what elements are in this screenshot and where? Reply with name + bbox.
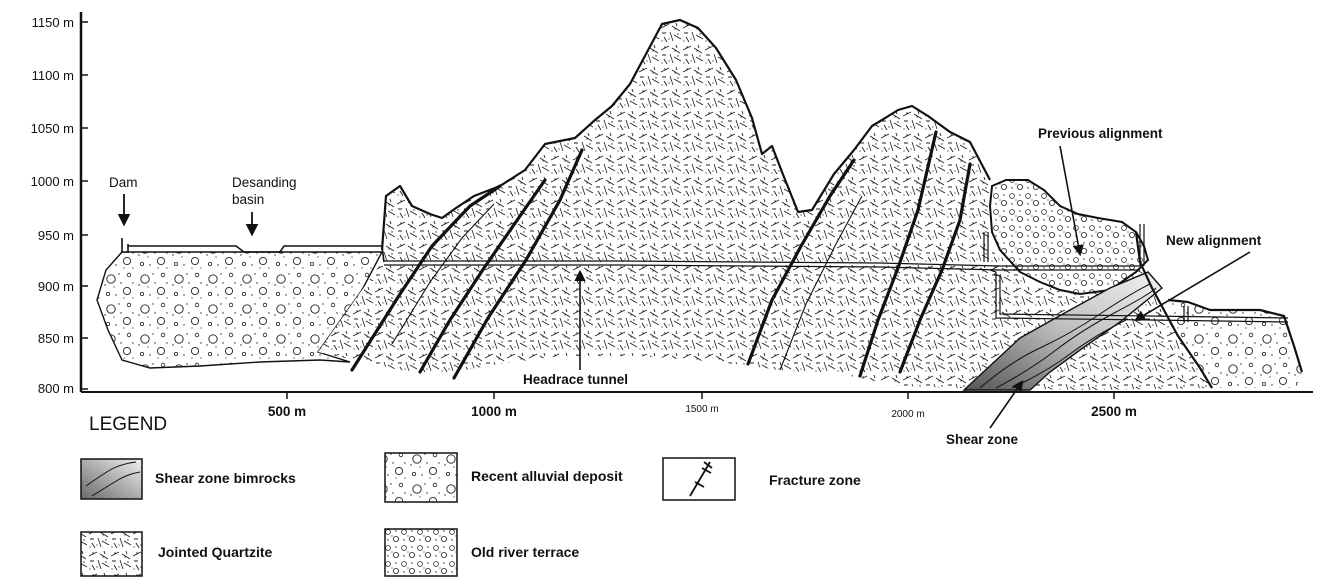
legend: LEGEND Shear zone bimrocks Recent alluvi… — [80, 414, 861, 577]
legend-label-alluvial: Recent alluvial deposit — [471, 468, 623, 484]
legend-label-terrace: Old river terrace — [471, 544, 579, 560]
new-alignment-annotation: New alignment — [1134, 233, 1262, 322]
valley-floor-surface — [121, 239, 385, 263]
legend-label-shear: Shear zone bimrocks — [155, 470, 296, 486]
ground-surface-profile — [380, 18, 1304, 389]
legend-item-quartzite: Jointed Quartzite — [80, 531, 273, 577]
x-tick-label: 2500 m — [1091, 404, 1137, 419]
y-axis: 1150 m 1100 m 1050 m 1000 m 950 m 900 m … — [31, 12, 88, 396]
desanding-label-line1: Desanding — [232, 175, 297, 190]
x-tick-label: 1000 m — [471, 404, 517, 419]
legend-item-shear-zone: Shear zone bimrocks — [80, 458, 296, 500]
y-tick-label: 950 m — [38, 228, 74, 243]
legend-label-fracture: Fracture zone — [769, 472, 861, 488]
y-tick-label: 1000 m — [31, 174, 74, 189]
legend-item-fracture: Fracture zone — [662, 457, 861, 501]
legend-title: LEGEND — [89, 414, 167, 435]
headrace-tunnel — [384, 260, 1140, 271]
x-tick-label: 1500 m — [685, 404, 718, 415]
y-tick-marks — [81, 21, 88, 390]
y-tick-label: 800 m — [38, 381, 74, 396]
alluvial-deposit-left — [96, 251, 384, 369]
new-alignment-tunnel — [989, 224, 1289, 323]
headrace-tunnel-annotation: Headrace tunnel — [523, 269, 628, 387]
jointed-quartzite-massif — [318, 20, 1212, 390]
previous-alignment-annotation: Previous alignment — [1038, 126, 1163, 257]
legend-item-terrace: Old river terrace — [384, 528, 579, 577]
headrace-tunnel-label: Headrace tunnel — [523, 372, 628, 387]
y-tick-label: 1100 m — [32, 68, 74, 83]
y-tick-label: 850 m — [38, 331, 74, 346]
legend-label-quartzite: Jointed Quartzite — [158, 544, 273, 560]
legend-swatch-alluvial — [384, 452, 458, 503]
y-tick-label: 1050 m — [31, 121, 74, 136]
dam-label: Dam — [109, 175, 138, 190]
fracture-zone-thin-lines — [391, 195, 863, 371]
fracture-symbol-icon — [689, 461, 713, 497]
legend-item-alluvial: Recent alluvial deposit — [384, 452, 623, 503]
legend-swatch-shear — [80, 458, 143, 500]
shear-zone-label: Shear zone — [946, 432, 1019, 447]
x-tick-label: 2000 m — [891, 409, 924, 420]
dam-structure — [121, 238, 129, 253]
previous-alignment-shaft — [983, 232, 989, 262]
previous-alignment-label: Previous alignment — [1038, 126, 1163, 141]
legend-swatch-quartzite — [80, 531, 143, 577]
fracture-zones — [350, 130, 972, 380]
desanding-label-line2: basin — [232, 192, 264, 207]
desanding-basin-annotation: Desanding basin — [232, 175, 297, 237]
x-axis: 500 m 1000 m 1500 m 2000 m 2500 m — [81, 391, 1313, 420]
x-tick-label: 500 m — [268, 404, 306, 419]
shear-zone-veins — [979, 283, 1157, 389]
legend-swatch-terrace — [384, 528, 458, 577]
dam-annotation: Dam — [109, 175, 138, 227]
y-tick-label: 1150 m — [32, 15, 74, 30]
shear-zone-annotation: Shear zone — [946, 380, 1024, 447]
new-alignment-label: New alignment — [1166, 233, 1262, 248]
y-tick-label: 900 m — [38, 279, 74, 294]
